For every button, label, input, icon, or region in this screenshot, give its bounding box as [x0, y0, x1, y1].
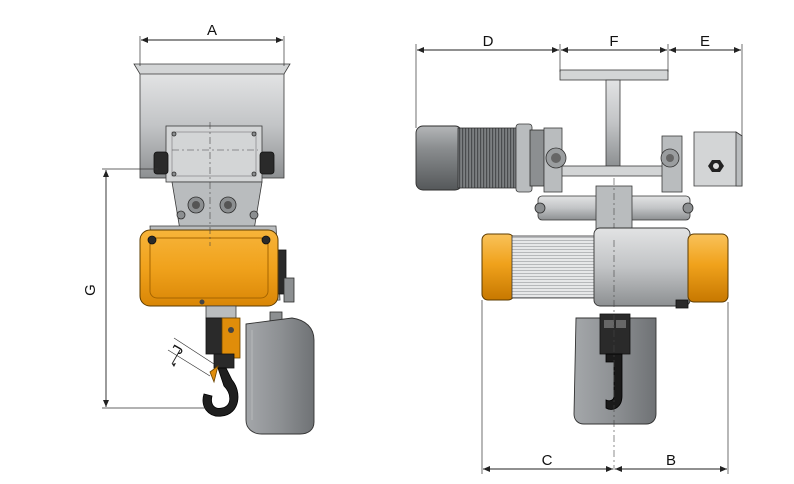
- side-view: [133, 63, 315, 435]
- i-beam: [559, 69, 669, 177]
- control-box: [693, 131, 743, 187]
- dimension-E: E: [669, 33, 743, 136]
- dim-label-B: B: [666, 452, 676, 469]
- trolley-left-side: [543, 127, 567, 193]
- hoist-body: [481, 227, 729, 309]
- dimension-G: G: [82, 168, 206, 409]
- motor-housing-orange: [139, 229, 279, 307]
- dim-label-E: E: [700, 33, 710, 50]
- hook-icon: [202, 367, 239, 417]
- dim-label-C: C: [542, 452, 553, 469]
- dimension-B: B: [615, 302, 729, 474]
- dimension-A: A: [139, 22, 285, 66]
- cross-shaft: [534, 178, 694, 240]
- trolley-motor: [415, 123, 545, 193]
- suspension-block: [171, 181, 263, 231]
- dim-label-D: D: [483, 33, 494, 50]
- trolley-plate: [153, 125, 275, 183]
- trolley-right-side: [660, 135, 683, 193]
- dimension-D: D: [415, 33, 559, 128]
- dimension-C: C: [481, 300, 613, 474]
- pendant-control: [245, 311, 315, 435]
- dimension-J: J: [167, 337, 215, 377]
- dimension-F: F: [559, 33, 669, 72]
- dim-label-A: A: [207, 22, 217, 39]
- front-view: [415, 69, 743, 470]
- dim-label-F: F: [609, 33, 618, 50]
- pendant-box: [573, 313, 657, 425]
- dim-label-G: G: [82, 284, 99, 296]
